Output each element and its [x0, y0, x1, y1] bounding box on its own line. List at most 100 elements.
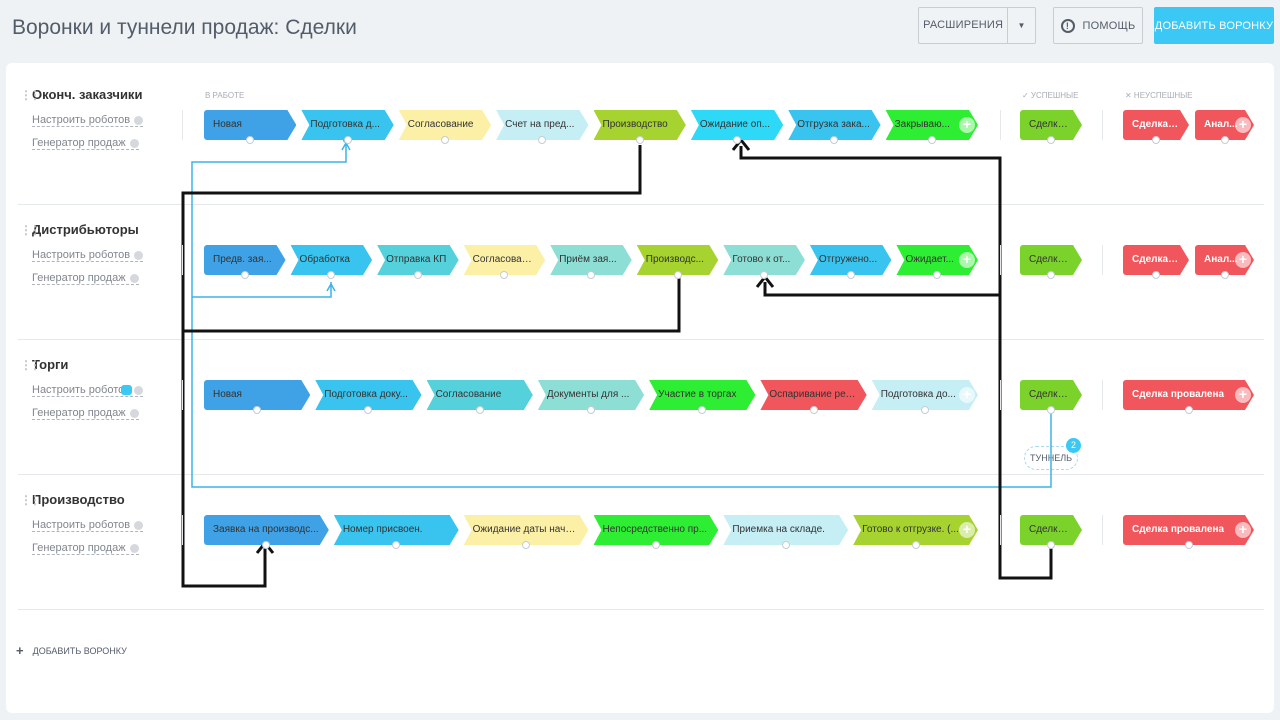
funnel-title[interactable]: ⋮⋮Производство: [20, 492, 125, 507]
stage-connector-dot[interactable]: [586, 406, 595, 414]
stage-connector-dot[interactable]: [246, 136, 255, 144]
drag-handle-icon[interactable]: ⋮⋮: [20, 223, 41, 237]
funnel-title[interactable]: ⋮⋮Дистрибьюторы: [20, 222, 139, 237]
stage-chip[interactable]: Производство: [594, 110, 686, 144]
stage-connector-dot[interactable]: [781, 541, 790, 549]
stage-connector-dot[interactable]: [1047, 541, 1055, 549]
drag-handle-icon[interactable]: ⋮⋮: [20, 88, 41, 102]
stage-chip[interactable]: Обработка: [291, 245, 373, 279]
stage-connector-dot[interactable]: [522, 541, 531, 549]
stage-chip[interactable]: Приём зая...: [550, 245, 632, 279]
stage-chip[interactable]: Подготовка д...: [301, 110, 393, 144]
success-stage-chip[interactable]: Сделка ...: [1020, 110, 1082, 144]
drag-handle-icon[interactable]: ⋮⋮: [20, 358, 41, 372]
configure-robots-link[interactable]: Настроить роботов: [32, 384, 144, 397]
stage-connector-dot[interactable]: [253, 406, 262, 414]
stage-connector-dot[interactable]: [538, 136, 547, 144]
configure-robots-link[interactable]: Настроить роботов: [32, 114, 144, 127]
stage-connector-dot[interactable]: [392, 541, 401, 549]
stage-connector-dot[interactable]: [911, 541, 920, 549]
stage-connector-dot[interactable]: [475, 406, 484, 414]
stage-connector-dot[interactable]: [343, 136, 352, 144]
stage-chip[interactable]: Отправка КП: [377, 245, 459, 279]
stage-chip[interactable]: Подготовка до...+: [872, 380, 978, 414]
sales-generator-link[interactable]: Генератор продаж: [32, 137, 139, 150]
stage-connector-dot[interactable]: [586, 271, 595, 279]
stage-chip[interactable]: Согласован...: [464, 245, 546, 279]
chevron-down-icon[interactable]: ▼: [1017, 21, 1026, 30]
stage-connector-dot[interactable]: [1184, 406, 1193, 414]
stage-connector-dot[interactable]: [1152, 136, 1160, 144]
fail-stage-chip[interactable]: Сделка ...: [1123, 245, 1189, 279]
stage-chip[interactable]: Документы для ...: [538, 380, 644, 414]
stage-connector-dot[interactable]: [927, 136, 936, 144]
stage-chip[interactable]: Согласование: [399, 110, 491, 144]
stage-chip[interactable]: Участие в торгах: [649, 380, 755, 414]
add-funnel-button[interactable]: ДОБАВИТЬ ВОРОНКУ: [1154, 7, 1274, 44]
fail-stage-chip[interactable]: Сделка провалена+: [1123, 515, 1254, 549]
extensions-button[interactable]: РАСШИРЕНИЯ ▼: [918, 7, 1036, 44]
help-icon[interactable]: [134, 250, 144, 260]
tunnel-badge[interactable]: ТУННЕЛЬ 2: [1024, 438, 1081, 470]
stage-chip[interactable]: Готово к от...: [723, 245, 805, 279]
sales-generator-link[interactable]: Генератор продаж: [32, 542, 139, 555]
fail-stage-chip[interactable]: Сделка провалена+: [1123, 380, 1254, 414]
add-stage-icon[interactable]: +: [1235, 387, 1251, 403]
help-icon[interactable]: [134, 115, 144, 125]
sales-generator-link[interactable]: Генератор продаж: [32, 272, 139, 285]
stage-connector-dot[interactable]: [933, 271, 942, 279]
stage-chip[interactable]: Заявка на производс...: [204, 515, 329, 549]
stage-connector-dot[interactable]: [920, 406, 929, 414]
add-stage-icon[interactable]: +: [1235, 117, 1251, 133]
stage-connector-dot[interactable]: [1047, 271, 1055, 279]
stage-chip[interactable]: Подготовка доку...: [315, 380, 421, 414]
stage-chip[interactable]: Производс...: [637, 245, 719, 279]
stage-chip[interactable]: Непосредственно пр...: [594, 515, 719, 549]
stage-connector-dot[interactable]: [1184, 541, 1193, 549]
add-funnel-link[interactable]: +ДОБАВИТЬ ВОРОНКУ: [16, 643, 127, 658]
stage-connector-dot[interactable]: [413, 271, 422, 279]
fail-stage-chip[interactable]: Анал...+: [1195, 245, 1254, 279]
stage-connector-dot[interactable]: [846, 271, 855, 279]
stage-connector-dot[interactable]: [673, 271, 682, 279]
configure-robots-link[interactable]: Настроить роботов: [32, 519, 144, 532]
stage-connector-dot[interactable]: [809, 406, 818, 414]
stage-chip[interactable]: Согласование: [427, 380, 533, 414]
help-button[interactable]: ! ПОМОЩЬ: [1053, 7, 1143, 44]
stage-chip[interactable]: Отгрузка зака...: [788, 110, 880, 144]
stage-connector-dot[interactable]: [830, 136, 839, 144]
funnel-title[interactable]: ⋮⋮Торги: [20, 357, 69, 372]
stage-connector-dot[interactable]: [327, 271, 336, 279]
help-icon[interactable]: [129, 273, 139, 283]
success-stage-chip[interactable]: Сделка ...: [1020, 515, 1082, 549]
success-stage-chip[interactable]: Сделка ...: [1020, 245, 1082, 279]
stage-connector-dot[interactable]: [262, 541, 271, 549]
stage-connector-dot[interactable]: [1047, 136, 1055, 144]
stage-connector-dot[interactable]: [635, 136, 644, 144]
help-icon[interactable]: [129, 138, 139, 148]
help-icon[interactable]: [129, 543, 139, 553]
stage-chip[interactable]: Приемка на складе.: [723, 515, 848, 549]
stage-connector-dot[interactable]: [500, 271, 509, 279]
stage-chip[interactable]: Закрываю...+: [886, 110, 978, 144]
stage-chip[interactable]: Готово к отгрузке. (...+: [853, 515, 978, 549]
stage-connector-dot[interactable]: [1220, 136, 1229, 144]
stage-connector-dot[interactable]: [1152, 271, 1160, 279]
sales-generator-link[interactable]: Генератор продаж: [32, 407, 139, 420]
stage-connector-dot[interactable]: [651, 541, 660, 549]
stage-chip[interactable]: Ожидает...+: [896, 245, 978, 279]
add-stage-icon[interactable]: +: [958, 252, 975, 268]
robot-icon[interactable]: [121, 385, 132, 395]
help-icon[interactable]: [129, 408, 139, 418]
stage-chip[interactable]: Ожидание оп...: [691, 110, 783, 144]
fail-stage-chip[interactable]: Анал...+: [1195, 110, 1254, 144]
add-stage-icon[interactable]: +: [1235, 252, 1251, 268]
success-stage-chip[interactable]: Сделка ...: [1020, 380, 1082, 414]
drag-handle-icon[interactable]: ⋮⋮: [20, 493, 41, 507]
add-stage-icon[interactable]: +: [958, 522, 975, 538]
funnel-title[interactable]: ⋮⋮Оконч. заказчики: [20, 87, 143, 102]
help-icon[interactable]: [134, 385, 144, 395]
stage-chip[interactable]: Номер присвоен.: [334, 515, 459, 549]
stage-connector-dot[interactable]: [1047, 406, 1055, 414]
stage-chip[interactable]: Ожидание даты нача...: [464, 515, 589, 549]
